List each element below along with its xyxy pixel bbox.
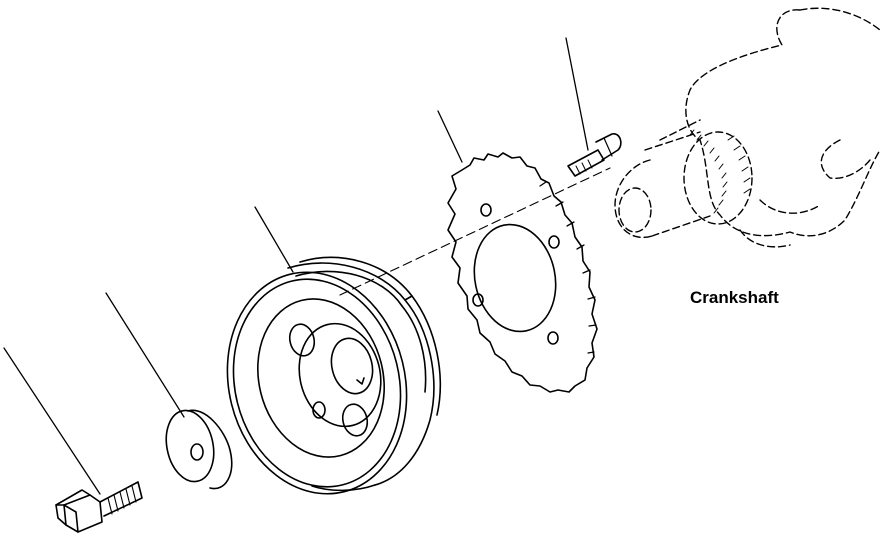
small-bolt bbox=[567, 133, 622, 177]
crankshaft-gear-hatch bbox=[689, 129, 751, 214]
washer bbox=[165, 409, 233, 490]
leader-bolt bbox=[3, 347, 101, 495]
assembly-axis bbox=[339, 167, 611, 296]
crankshaft-label: Crankshaft bbox=[690, 288, 779, 307]
tone-wheel-outer bbox=[447, 152, 598, 393]
leader-washer bbox=[105, 292, 185, 418]
pulley-bore bbox=[330, 337, 374, 395]
leader-pulley bbox=[254, 206, 294, 273]
leader-small-bolt bbox=[565, 37, 589, 151]
pulley-hub bbox=[298, 322, 382, 428]
pulley-face-outer bbox=[226, 271, 408, 495]
crank-pulley bbox=[226, 256, 442, 495]
tone-wheel bbox=[447, 152, 598, 393]
main-bolt bbox=[55, 481, 143, 533]
leader-rotor bbox=[437, 110, 463, 163]
crankshaft bbox=[614, 7, 881, 248]
callout-leaders bbox=[3, 37, 589, 495]
tone-wheel-bore bbox=[473, 223, 557, 333]
